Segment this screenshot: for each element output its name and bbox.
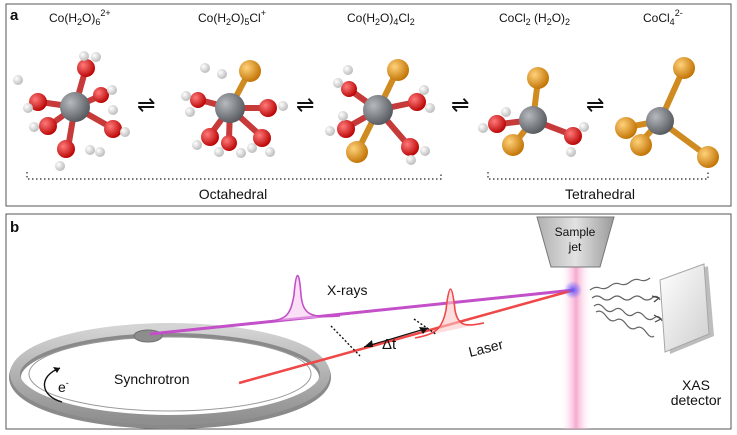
- equilibrium-arrow-2: ⇌: [296, 92, 314, 117]
- laser-pulse: [414, 288, 485, 339]
- octahedral-label: Octahedral: [199, 186, 267, 202]
- synchrotron-label: Synchrotron: [114, 371, 189, 387]
- octahedral-bracket: [26, 172, 442, 180]
- species-label-4: CoCl2 (H2O)2: [499, 11, 570, 27]
- detector-label-1: XAS: [682, 377, 710, 393]
- xray-beam: [149, 288, 575, 336]
- panel-a-letter: a: [10, 7, 19, 24]
- electron-orbit-arrow: [43, 367, 63, 403]
- sample-jet-label-2: jet: [568, 240, 582, 254]
- molecule-co-h2o-6: [13, 51, 130, 171]
- xas-detector: [659, 263, 714, 354]
- species-label-2: Co(H2O)5Cl+: [198, 8, 266, 27]
- molecule-co-h2o-5-cl: [181, 60, 288, 158]
- time-delay-indicator: [330, 318, 438, 357]
- xray-pulse: [261, 274, 341, 323]
- laser-beam: [238, 288, 575, 385]
- sample-jet-label-1: Sample: [555, 225, 596, 239]
- molecule-co-cl-2-h2o-2: [478, 67, 589, 157]
- delay-label: Δt: [382, 336, 397, 353]
- equilibrium-arrow-3: ⇌: [451, 92, 469, 117]
- detector-label-2: detector: [671, 392, 722, 408]
- interaction-spot: [564, 281, 582, 299]
- species-label-5: CoCl42-: [643, 8, 683, 27]
- molecule-co-cl-4: [615, 57, 719, 168]
- equilibrium-arrow-1: ⇌: [137, 92, 155, 117]
- equilibrium-arrow-4: ⇌: [586, 92, 604, 117]
- electron-label: e-: [58, 378, 69, 395]
- species-label-1: Co(H2O)62+: [49, 8, 111, 27]
- fluorescence-photons: [589, 277, 663, 338]
- species-label-3: Co(H2O)4Cl2: [347, 11, 415, 27]
- xrays-label: X-rays: [327, 282, 367, 298]
- tetrahedral-bracket: [487, 172, 709, 180]
- panel-b-letter: b: [10, 219, 19, 236]
- molecule-co-h2o-4-cl-2: [325, 59, 435, 165]
- tetrahedral-label: Tetrahedral: [565, 186, 635, 202]
- sample-jet-nozzle: [536, 216, 615, 268]
